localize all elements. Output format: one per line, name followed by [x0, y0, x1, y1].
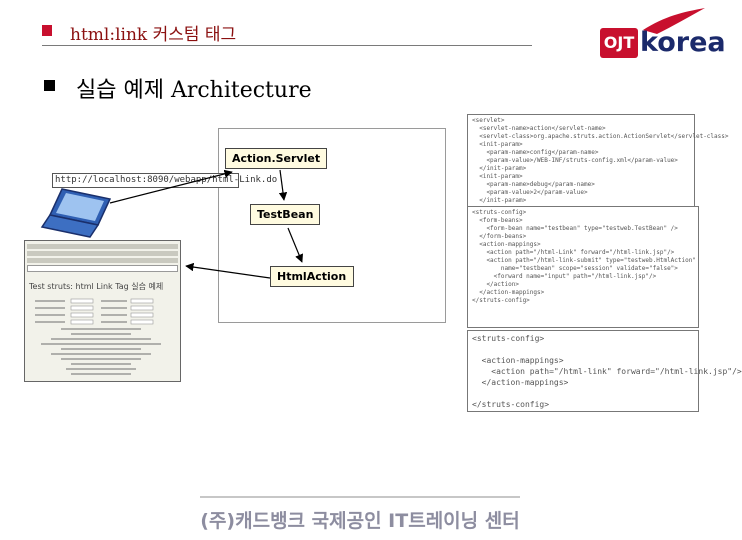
browser-screenshot: Test struts: html Link Tag 실습 예제: [24, 240, 181, 382]
header-bullet: [42, 25, 52, 36]
logo-swoosh-icon: [643, 8, 705, 34]
logo-ojt: OJT: [600, 28, 638, 58]
logo-korea: korea: [640, 27, 726, 58]
browser-toolbar: [27, 251, 178, 256]
browser-toolbar: [27, 258, 178, 263]
browser-page-title: Test struts: html Link Tag 실습 예제: [29, 282, 164, 291]
footer-divider: [200, 496, 520, 498]
struts-config-example: <struts-config> <action-mappings> <actio…: [467, 330, 742, 412]
architecture-frame: [218, 128, 446, 323]
header-divider: [42, 45, 532, 46]
subtitle-bullet: [44, 80, 55, 91]
test-bean-label: TestBean: [250, 204, 321, 225]
web-xml-snippet: <servlet> <servlet-name>action</servlet-…: [467, 114, 728, 212]
section-title: 실습 예제 Architecture: [76, 78, 312, 103]
browser-address: [27, 265, 178, 272]
laptop-icon: [40, 188, 112, 238]
page-title: html:link 커스텀 태그: [70, 25, 237, 45]
browser-form-content: [35, 298, 161, 375]
html-action-label: HtmlAction: [270, 266, 354, 287]
footer-text: (주)캐드뱅크 국제공인 IT트레이닝 센터: [200, 510, 520, 532]
action-servlet-label: Action.Servlet: [225, 148, 328, 169]
struts-config-snippet: <struts-config> <form-beans> <form-bean …: [467, 206, 699, 328]
browser-toolbar: [27, 244, 178, 249]
